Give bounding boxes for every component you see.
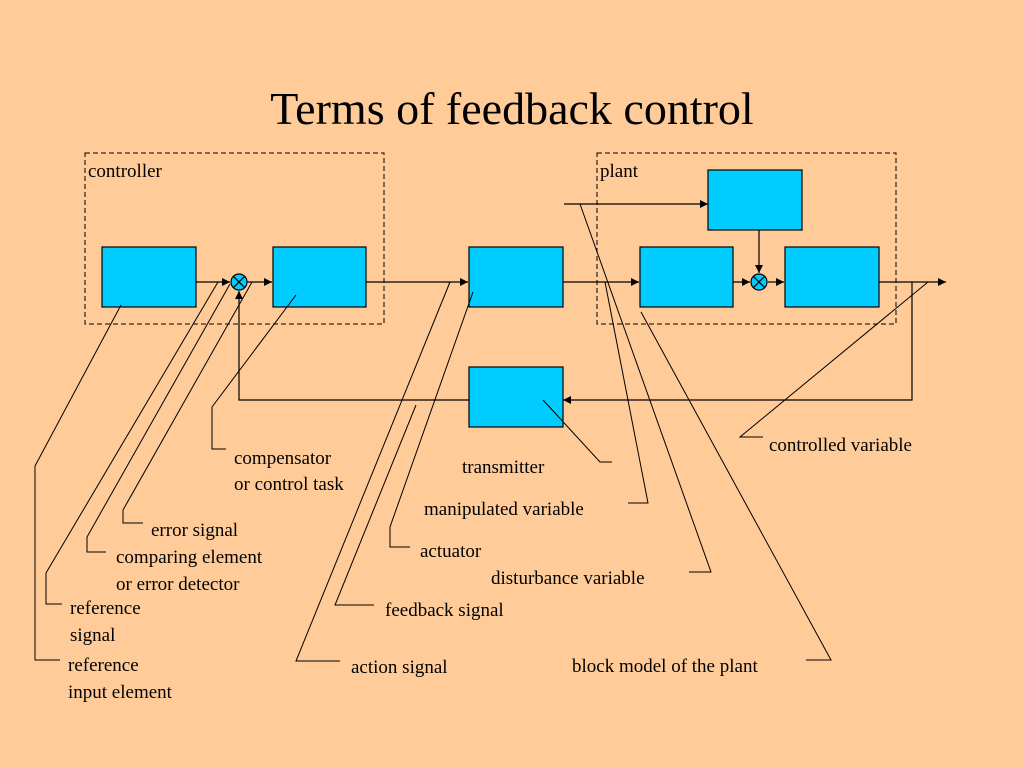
- feedback-path-line: [563, 282, 913, 404]
- compensator-leader: [211, 294, 297, 450]
- reference-input-leader: [34, 304, 122, 661]
- manipulated-variable-leader: [604, 281, 649, 504]
- plant-block-1: [639, 246, 734, 308]
- action-signal-leader: [295, 281, 451, 662]
- disturbance-block: [707, 169, 803, 231]
- reference-signal-label-line2: signal: [70, 625, 115, 646]
- controller-frame: [84, 152, 385, 325]
- reference-signal-label: reference: [70, 598, 141, 619]
- feedback-signal-leader: [334, 404, 417, 606]
- action-signal-label: action signal: [351, 657, 448, 678]
- comparing-element-label: comparing element: [116, 547, 263, 568]
- plant-label: plant: [600, 161, 639, 182]
- comparing-element-label-line2: or error detector: [116, 574, 240, 595]
- feedback-signal-label: feedback signal: [385, 600, 504, 621]
- controller-label: controller: [88, 161, 163, 182]
- actuator-label: actuator: [420, 541, 482, 562]
- plant-block-2: [784, 246, 880, 308]
- reference-input-label: reference: [68, 655, 139, 676]
- comparing-element-junction: [230, 273, 248, 291]
- error-signal-leader: [122, 281, 253, 524]
- block-model-leader: [640, 311, 832, 661]
- error-signal-label: error signal: [151, 520, 238, 541]
- block-model-label: block model of the plant: [572, 656, 758, 677]
- page-title: Terms of feedback control: [270, 83, 753, 134]
- controlled-variable-label: controlled variable: [769, 435, 912, 456]
- transmitter-label: transmitter: [462, 457, 545, 478]
- compensator-label-line2: or control task: [234, 474, 344, 495]
- feedback-signal-line: [235, 291, 469, 401]
- reference-input-label-line2: input element: [68, 682, 173, 703]
- reference-signal-leader: [45, 281, 219, 605]
- plant-frame: [596, 152, 897, 325]
- transmitter-leader: [542, 399, 612, 463]
- compensator-label: compensator: [234, 448, 332, 469]
- disturbance-variable-leader: [579, 203, 712, 573]
- comparing-element-leader: [86, 283, 231, 553]
- actuator-leader: [389, 291, 474, 548]
- actuator-block: [468, 246, 564, 308]
- transmitter-block: [468, 366, 564, 428]
- disturbance-summing-junction: [750, 273, 768, 291]
- manipulated-variable-label: manipulated variable: [424, 499, 584, 520]
- disturbance-variable-label: disturbance variable: [491, 568, 645, 589]
- compensator-block: [272, 246, 367, 308]
- controlled-variable-leader: [738, 281, 929, 438]
- reference-input-block: [101, 246, 197, 308]
